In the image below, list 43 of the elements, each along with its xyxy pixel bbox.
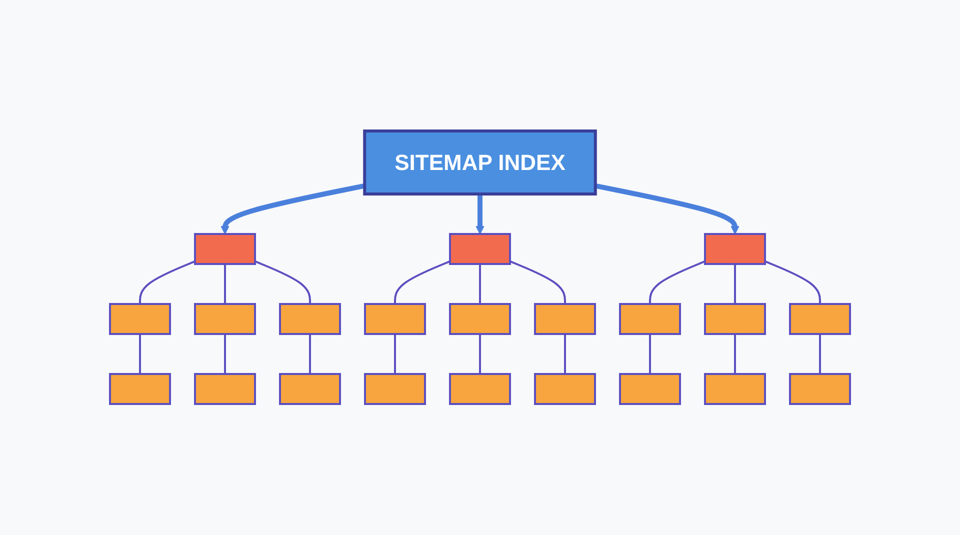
node-box: SITEMAP INDEX xyxy=(363,130,597,196)
connector xyxy=(139,260,196,304)
connector xyxy=(510,260,566,304)
connector xyxy=(649,334,651,374)
node-box xyxy=(109,373,171,405)
node-box xyxy=(279,373,341,405)
node-box xyxy=(364,373,426,405)
node-box xyxy=(194,303,256,335)
node-box xyxy=(704,373,766,405)
node-box xyxy=(449,373,511,405)
node-box xyxy=(704,303,766,335)
connector xyxy=(734,334,736,374)
connector xyxy=(479,334,481,374)
connector xyxy=(764,260,821,304)
arrow xyxy=(594,183,740,234)
connector xyxy=(479,264,481,304)
arrow xyxy=(476,194,484,234)
node-box xyxy=(789,303,851,335)
node-box xyxy=(449,303,511,335)
node-box xyxy=(109,303,171,335)
node-box xyxy=(534,303,596,335)
connector xyxy=(394,334,396,374)
connector xyxy=(394,260,450,304)
connector xyxy=(649,260,706,304)
node-box xyxy=(449,233,511,265)
node-box xyxy=(364,303,426,335)
node-box xyxy=(279,303,341,335)
connector xyxy=(309,334,311,374)
connector xyxy=(224,334,226,374)
node-box xyxy=(789,373,851,405)
node-box xyxy=(619,373,681,405)
node-box xyxy=(534,373,596,405)
connector xyxy=(139,334,141,374)
arrow xyxy=(220,183,366,234)
connector xyxy=(224,264,226,304)
connector xyxy=(254,260,311,304)
node-box xyxy=(194,233,256,265)
connector xyxy=(819,334,821,374)
connector xyxy=(564,334,566,374)
node-box xyxy=(619,303,681,335)
node-box xyxy=(194,373,256,405)
connector xyxy=(734,264,736,304)
node-box xyxy=(704,233,766,265)
